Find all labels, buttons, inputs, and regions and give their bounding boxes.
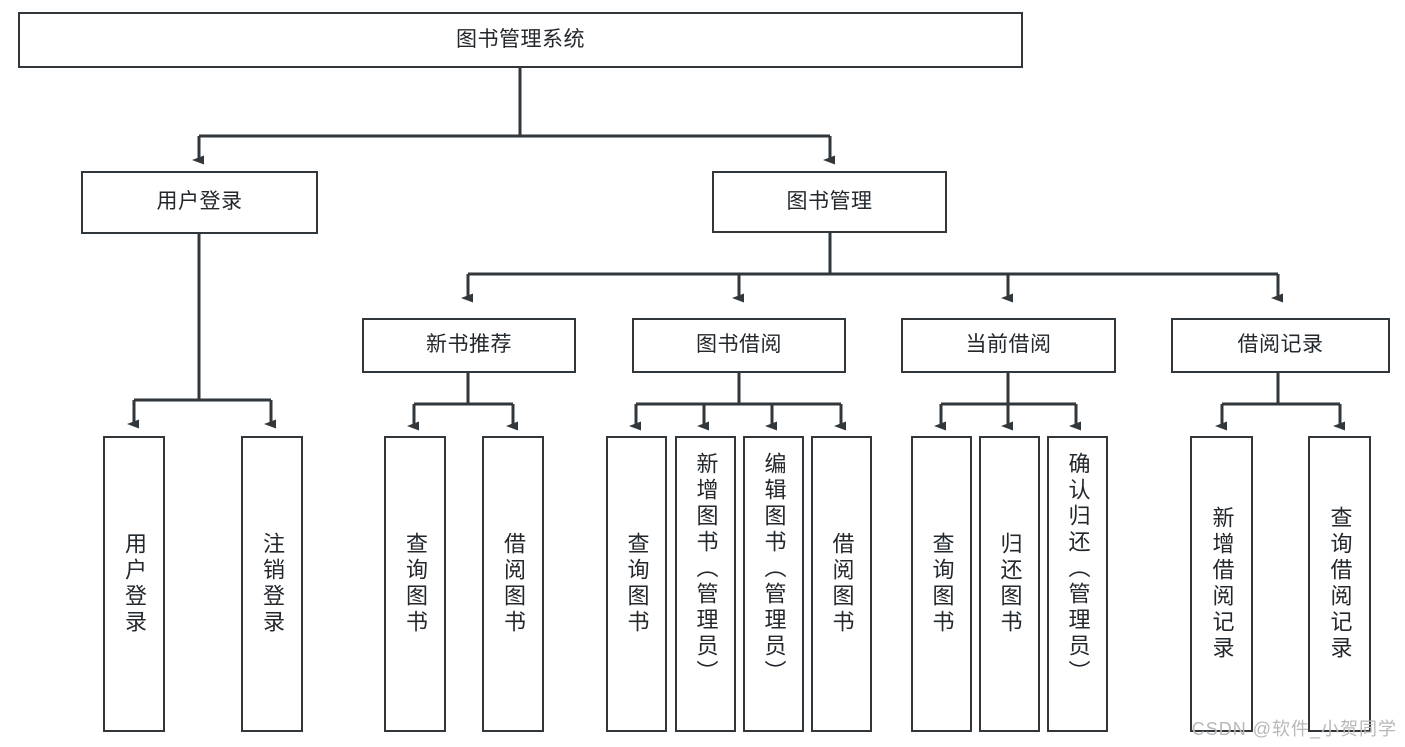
leaf-logout[interactable]: 注销登录 <box>241 436 303 732</box>
node-new-book-recommend-label: 新书推荐 <box>426 333 512 357</box>
node-user-login-label: 用户登录 <box>156 190 243 214</box>
leaf-add-book-admin[interactable]: 新增图书（管理员） <box>675 436 736 732</box>
node-current-borrow-label: 当前借阅 <box>965 333 1052 357</box>
node-book-borrow[interactable]: 图书借阅 <box>632 318 846 373</box>
leaf-borrow-book-recommend-label: 借阅图书 <box>501 532 526 636</box>
leaf-borrow-book[interactable]: 借阅图书 <box>811 436 872 732</box>
node-book-management-label: 图书管理 <box>786 189 873 213</box>
leaf-logout-label: 注销登录 <box>260 532 285 636</box>
leaf-confirm-return-admin[interactable]: 确认归还（管理员） <box>1047 436 1108 732</box>
node-book-borrow-label: 图书借阅 <box>696 333 782 357</box>
leaf-return-book-label: 归还图书 <box>997 532 1023 636</box>
watermark-text: CSDN @软件_小贺同学 <box>1191 719 1397 739</box>
leaf-return-book[interactable]: 归还图书 <box>979 436 1040 732</box>
leaf-query-book-recommend-label: 查询图书 <box>403 532 428 636</box>
leaf-borrow-book-label: 借阅图书 <box>829 532 855 636</box>
leaf-add-borrow-record[interactable]: 新增借阅记录 <box>1190 436 1253 732</box>
leaf-edit-book-admin[interactable]: 编辑图书（管理员） <box>743 436 804 732</box>
leaf-query-borrow-record-label: 查询借阅记录 <box>1327 506 1353 662</box>
node-root-label: 图书管理系统 <box>456 27 585 51</box>
node-borrow-record-label: 借阅记录 <box>1237 333 1324 357</box>
leaf-user-login-label: 用户登录 <box>122 532 147 636</box>
node-book-management[interactable]: 图书管理 <box>712 171 947 233</box>
node-current-borrow[interactable]: 当前借阅 <box>901 318 1116 373</box>
leaf-query-book-recommend[interactable]: 查询图书 <box>384 436 446 732</box>
leaf-user-login[interactable]: 用户登录 <box>103 436 165 732</box>
leaf-edit-book-admin-label: 编辑图书（管理员） <box>761 452 787 686</box>
leaf-borrow-book-recommend[interactable]: 借阅图书 <box>482 436 544 732</box>
leaf-query-book-borrow[interactable]: 查询图书 <box>606 436 667 732</box>
leaf-query-book-current[interactable]: 查询图书 <box>911 436 972 732</box>
node-user-login[interactable]: 用户登录 <box>81 171 318 234</box>
node-new-book-recommend[interactable]: 新书推荐 <box>362 318 576 373</box>
leaf-query-borrow-record[interactable]: 查询借阅记录 <box>1308 436 1371 732</box>
leaf-confirm-return-admin-label: 确认归还（管理员） <box>1065 452 1091 686</box>
leaf-add-borrow-record-label: 新增借阅记录 <box>1209 506 1235 662</box>
leaf-query-book-borrow-label: 查询图书 <box>624 532 650 636</box>
leaf-query-book-current-label: 查询图书 <box>929 532 955 636</box>
leaf-add-book-admin-label: 新增图书（管理员） <box>693 452 719 686</box>
node-borrow-record[interactable]: 借阅记录 <box>1171 318 1390 373</box>
node-root[interactable]: 图书管理系统 <box>18 12 1023 68</box>
